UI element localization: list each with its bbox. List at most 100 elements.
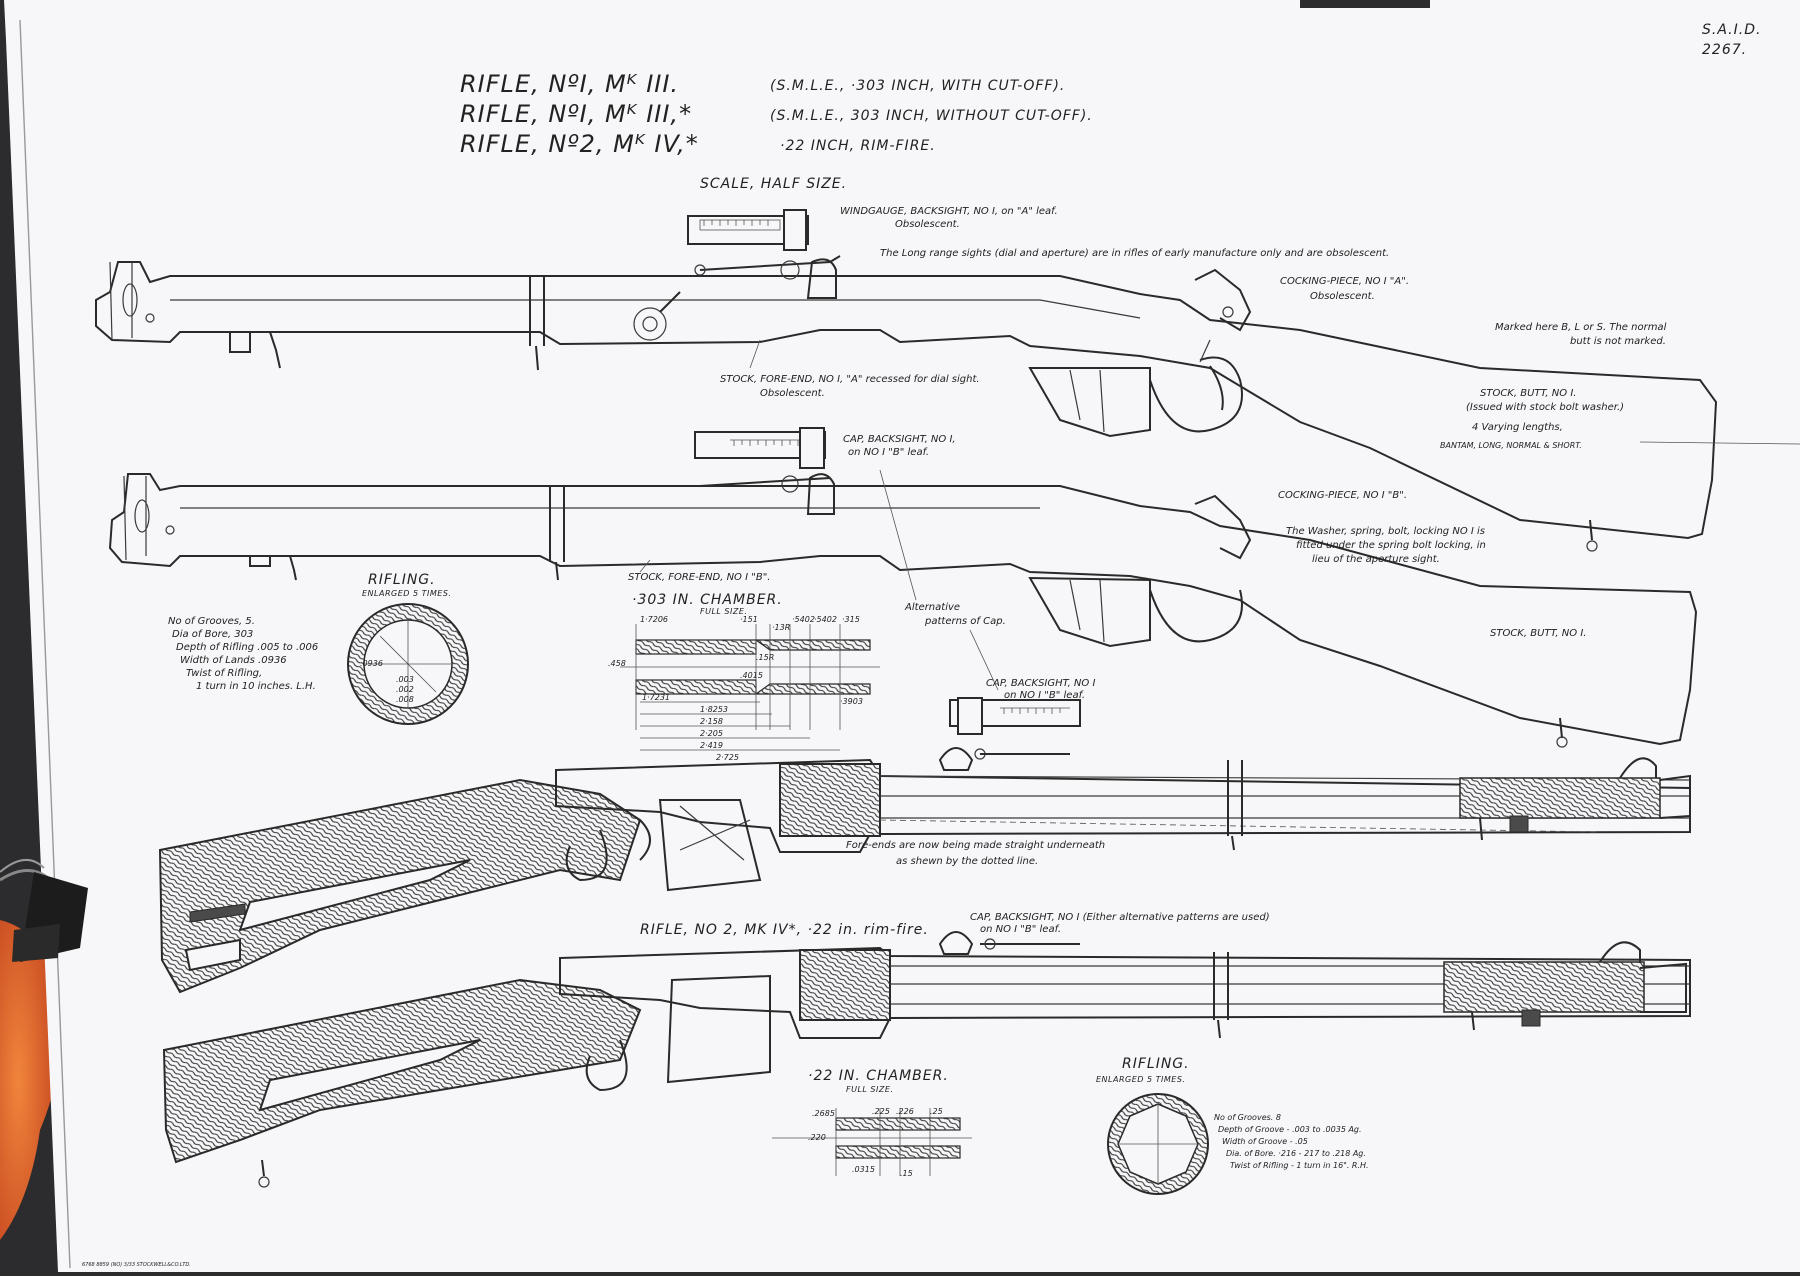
chamber-22-dim-5: .220 — [808, 1133, 826, 1142]
alternative-patterns-line1: Alternative — [904, 602, 960, 613]
rifle-22-sectioned-view — [162, 931, 1691, 1188]
chamber-303-top-2: ·151 — [740, 615, 758, 624]
rifling-303-spec-5: Twist of Rifling, — [186, 668, 262, 679]
chamber-303-bottom-1: 1·7231 — [642, 693, 670, 702]
washer-note-line1: The Washer, spring, bolt, locking NO I i… — [1286, 526, 1485, 537]
chamber-303-title: ·303 IN. CHAMBER. — [632, 592, 783, 608]
chamber-303-top-4: ·5402 — [792, 615, 815, 624]
rifling-303-dim-1: .0936 — [360, 659, 383, 668]
chamber-303-mid-2: .15R — [756, 653, 774, 662]
windgauge-sight-drawing — [687, 209, 841, 299]
sheet-code: S.A.I.D. — [1702, 22, 1761, 38]
chamber-22-dim-2: .225 — [872, 1107, 890, 1116]
washer-note-line3: lieu of the aperture sight. — [1312, 554, 1440, 565]
chamber-22-dim-3: .226 — [896, 1107, 914, 1116]
stock-butt-1-lengths: 4 Varying lengths, — [1472, 422, 1563, 433]
rifling-303-subtitle: ENLARGED 5 TIMES. — [362, 589, 451, 598]
rifling-22-section: RIFLING. ENLARGED 5 TIMES. No of Grooves… — [1096, 1056, 1369, 1195]
rifling-303-dim-3: .002 — [396, 685, 414, 694]
title-3-designation: RIFLE, Nº2, Mᴷ IV,* — [460, 130, 699, 158]
binder-clip-icon — [0, 859, 88, 962]
fore-end-b-label: STOCK, FORE-END, NO I "B". — [628, 572, 770, 583]
cap-backsight-2-sub: on NO I "B" leaf. — [1004, 690, 1085, 701]
chamber-303-top-1: 1·7206 — [640, 615, 668, 624]
cap-backsight-alt-drawing — [949, 697, 1081, 735]
chamber-303-mid-3: .4015 — [740, 671, 763, 680]
rifling-303-section: RIFLING. ENLARGED 5 TIMES. .0936 .003 .0… — [168, 572, 469, 725]
cap-backsight-1-label: CAP, BACKSIGHT, NO I, — [843, 434, 956, 445]
cocking-piece-a-label: COCKING-PIECE, NO I "A". — [1280, 276, 1409, 287]
rifling-303-spec-3: Depth of Rifling .005 to .006 — [176, 642, 318, 653]
rifling-22-spec-2: Depth of Groove - .003 to .0035 Ag. — [1218, 1125, 1362, 1134]
chamber-22-dim-4: .25 — [930, 1107, 943, 1116]
chamber-22-dim-6: .0315 — [852, 1165, 875, 1174]
stock-butt-1-variants: BANTAM, LONG, NORMAL & SHORT. — [1440, 441, 1582, 450]
chamber-22-title: ·22 IN. CHAMBER. — [808, 1068, 949, 1084]
chamber-303-top-5: ·5402 — [814, 615, 837, 624]
rifling-303-spec-6: 1 turn in 10 inches. L.H. — [196, 681, 316, 692]
fore-ends-note-line1: Fore-ends are now being made straight un… — [846, 840, 1105, 851]
rifling-303-title: RIFLING. — [368, 572, 436, 588]
title-1-designation: RIFLE, NºI, Mᴷ III. — [460, 70, 679, 98]
chamber-22-dim-7: .15 — [900, 1169, 913, 1178]
chamber-303-bottom-6: 2·725 — [716, 753, 739, 762]
chamber-303-mid-4: ·3903 — [840, 697, 863, 706]
rifling-303-dim-4: .008 — [396, 695, 414, 704]
cap-backsight-3-sub: on NO I "B" leaf. — [980, 924, 1061, 935]
fore-end-a-status: Obsolescent. — [760, 388, 825, 399]
paper-sheet — [4, 0, 1800, 1272]
chamber-303-bottom-2: 1·8253 — [700, 705, 728, 714]
chamber-303-top-6: ·315 — [842, 615, 860, 624]
scale-note: SCALE, HALF SIZE. — [700, 176, 847, 192]
stock-butt-1-issue: (Issued with stock bolt washer.) — [1466, 402, 1624, 413]
rifling-22-subtitle: ENLARGED 5 TIMES. — [1096, 1075, 1185, 1084]
washer-note-line2: fitted under the spring bolt locking, in — [1296, 540, 1486, 551]
chamber-303-bottom-5: 2·419 — [700, 741, 723, 750]
stock-butt-2-label: STOCK, BUTT, NO I. — [1490, 628, 1586, 639]
rifling-303-spec-1: No of Grooves, 5. — [168, 616, 255, 627]
title-block: RIFLE, NºI, Mᴷ III. (S.M.L.E., ·303 INCH… — [460, 70, 1093, 192]
title-2-designation: RIFLE, NºI, Mᴷ III,* — [460, 100, 692, 128]
rifle-22-title: RIFLE, NO 2, MK IV*, ·22 in. rim-fire. — [640, 922, 929, 938]
fore-ends-note-line2: as shewn by the dotted line. — [896, 856, 1038, 867]
sheet-number: 2267. — [1702, 42, 1747, 58]
chamber-22-dim-1: .2685 — [812, 1109, 835, 1118]
cap-backsight-b-drawing — [694, 427, 835, 515]
rifling-22-spec-1: No of Grooves. 8 — [1214, 1113, 1281, 1122]
alternative-patterns-line2: patterns of Cap. — [924, 616, 1006, 627]
rifle-1-side-view — [95, 261, 1718, 552]
orange-hair — [0, 920, 62, 1240]
top-clip-shadow — [1300, 0, 1430, 8]
cap-backsight-1-sub: on NO I "B" leaf. — [848, 447, 929, 458]
chamber-303-bottom-4: 2·205 — [700, 729, 723, 738]
rifling-22-spec-3: Width of Groove - .05 — [1222, 1137, 1308, 1146]
cap-backsight-2-label: CAP, BACKSIGHT, NO I — [986, 678, 1095, 689]
cocking-piece-b-label: COCKING-PIECE, NO I "B". — [1278, 490, 1407, 501]
title-2-description: (S.M.L.E., 303 INCH, WITHOUT CUT-OFF). — [770, 108, 1093, 124]
chamber-303-top-3: ·13R — [772, 623, 790, 632]
rifle-3-sectioned-view — [158, 747, 1691, 994]
printer-footer: 6768 8859 (NO) 3/33 STOCKWELL&CO.LTD. — [82, 1262, 191, 1268]
rifling-22-spec-4: Dia. of Bore. ·216 - 217 to .218 Ag. — [1226, 1149, 1366, 1158]
marked-here-note-line2: butt is not marked. — [1570, 336, 1666, 347]
chamber-22-section: ·22 IN. CHAMBER. FULL SIZE. .2685 .225 .… — [772, 1068, 972, 1178]
stock-butt-1-title: STOCK, BUTT, NO I. — [1480, 388, 1576, 399]
rifling-22-spec-5: Twist of Rifling - 1 turn in 16". R.H. — [1230, 1161, 1369, 1170]
rifling-303-spec-4: Width of Lands .0936 — [180, 655, 287, 666]
border-line — [19, 19, 71, 1269]
long-range-note: The Long range sights (dial and aperture… — [880, 248, 1389, 259]
chamber-303-section: ·303 IN. CHAMBER. FULL SIZE. 1·7206 ·151… — [608, 592, 880, 762]
chamber-303-bottom-3: 2·158 — [700, 717, 723, 726]
cap-backsight-3-label: CAP, BACKSIGHT, NO I (Either alternative… — [970, 912, 1270, 923]
rifle-2-side-view — [108, 473, 1698, 748]
chamber-22-subtitle: FULL SIZE. — [846, 1085, 893, 1094]
chamber-303-subtitle: FULL SIZE. — [700, 607, 747, 616]
windgauge-label: WINDGAUGE, BACKSIGHT, NO I, on "A" leaf. — [840, 206, 1058, 217]
marked-here-note-line1: Marked here B, L or S. The normal — [1495, 322, 1667, 333]
rifling-303-dim-2: .003 — [396, 675, 414, 684]
cocking-piece-a-status: Obsolescent. — [1310, 291, 1375, 302]
chamber-303-mid-1: .458 — [608, 659, 626, 668]
windgauge-status: Obsolescent. — [895, 219, 960, 230]
title-3-description: ·22 INCH, RIM-FIRE. — [780, 138, 936, 154]
